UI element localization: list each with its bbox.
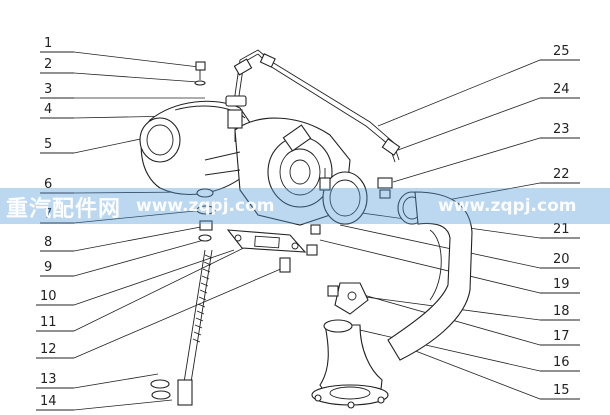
callout-label: 4: [44, 102, 52, 117]
studs-and-nuts: [196, 188, 321, 273]
callout-1[interactable]: 1: [40, 36, 200, 68]
callout-25[interactable]: 25: [377, 44, 580, 127]
callout-label: 5: [44, 137, 52, 152]
callout-9[interactable]: 9: [40, 239, 205, 277]
callout-label: 13: [40, 372, 57, 387]
callout-label: 7: [44, 207, 52, 222]
callout-label: 18: [553, 304, 570, 319]
callout-11[interactable]: 11: [36, 239, 261, 332]
elbow-pipe: [377, 177, 473, 361]
callout-label: 12: [40, 342, 57, 357]
callout-8[interactable]: 8: [40, 225, 207, 252]
washer: [150, 379, 171, 400]
callout-label: 8: [44, 235, 52, 250]
oil-inlet-fitting: [225, 95, 247, 142]
callout-label: 24: [553, 82, 570, 97]
callout-label: 23: [553, 122, 570, 137]
callout-15[interactable]: 15: [399, 344, 580, 400]
callout-24[interactable]: 24: [397, 82, 580, 151]
callout-label: 16: [553, 355, 570, 370]
callout-label: 22: [553, 167, 570, 182]
callout-18[interactable]: 18: [357, 295, 580, 321]
callout-label: 3: [44, 82, 52, 97]
callout-16[interactable]: 16: [341, 325, 580, 372]
callout-label: 11: [40, 315, 57, 330]
callout-label: 15: [553, 383, 570, 398]
callout-label: 20: [553, 252, 570, 267]
callout-label: 9: [44, 260, 52, 275]
oil-feed-pipe: [231, 49, 401, 163]
callout-19[interactable]: 19: [319, 239, 580, 294]
callout-2[interactable]: 2: [40, 57, 199, 83]
bracket: [327, 282, 369, 315]
exhaust-outlet-pipe: [311, 319, 389, 409]
callout-7[interactable]: 7: [40, 207, 206, 224]
callout-12[interactable]: 12: [36, 267, 284, 359]
callout-13[interactable]: 13: [36, 372, 159, 389]
watermark-brand: 重汽配件网: [6, 197, 122, 222]
mounting-flange-gasket: [226, 229, 307, 253]
callout-23[interactable]: 23: [392, 122, 580, 183]
callout-label: 1: [44, 36, 52, 51]
callout-label: 14: [40, 394, 57, 409]
oil-drain-tube: [177, 249, 213, 406]
v-band-clamp: [319, 168, 368, 225]
callout-label: 17: [553, 329, 570, 344]
bolt: [194, 61, 206, 86]
callout-5[interactable]: 5: [40, 136, 151, 154]
callout-label: 6: [44, 177, 52, 192]
callout-label: 19: [553, 277, 570, 292]
turbine-housing: [204, 117, 351, 226]
callout-3[interactable]: 3: [40, 82, 205, 99]
callout-14[interactable]: 14: [36, 394, 173, 411]
callout-label: 10: [40, 289, 57, 304]
watermark-banner: 重汽配件网 www.zqpj.com www.zqpj.com: [0, 188, 610, 224]
callout-label: 25: [553, 44, 570, 59]
callout-label: 2: [44, 57, 52, 72]
callout-10[interactable]: 10: [36, 249, 235, 306]
compressor-housing: [139, 100, 256, 195]
watermark-url: www.zqpj.com: [438, 196, 577, 216]
watermark-url: www.zqpj.com: [136, 196, 275, 216]
callout-label: 21: [553, 222, 570, 237]
